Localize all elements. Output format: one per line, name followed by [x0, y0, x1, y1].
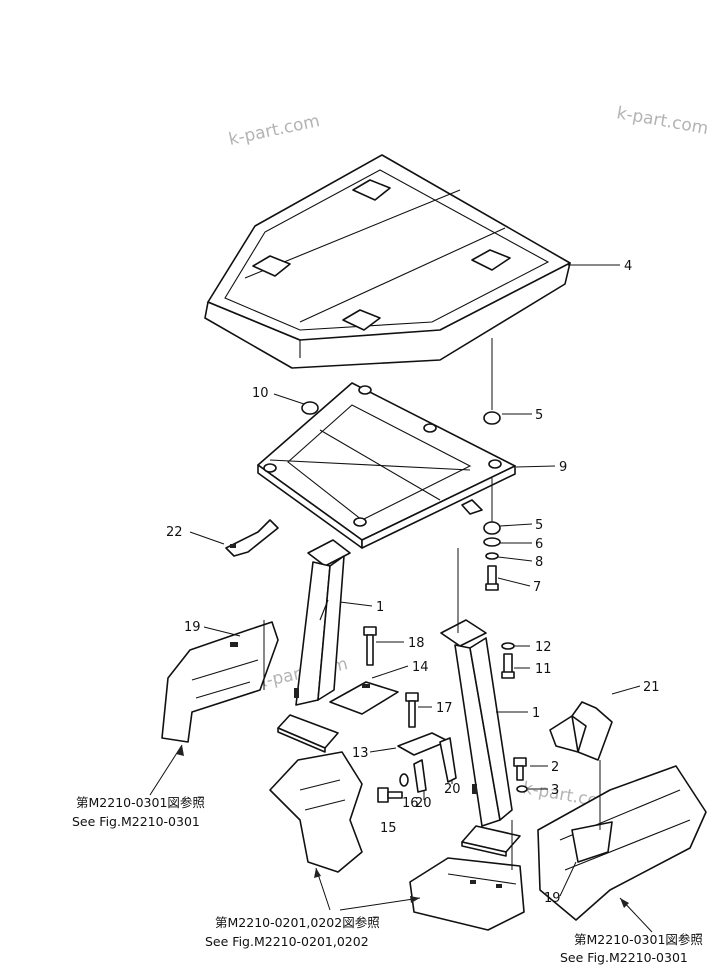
reference-jp: 第M2210-0301図参照	[76, 795, 205, 810]
callout-label: 7	[533, 580, 541, 595]
bracket-21	[549, 701, 613, 761]
callout-label: 2	[551, 760, 559, 775]
callout-label: 9	[559, 460, 567, 475]
reference-en: See Fig.M2210-0301	[72, 814, 200, 829]
callout-label: 20	[415, 796, 432, 811]
reference-arrows	[149, 744, 653, 933]
body-block-center	[409, 857, 525, 931]
callout-label: 10	[252, 386, 269, 401]
callout-label: 6	[535, 537, 543, 552]
callout-label: 15	[380, 821, 397, 836]
watermark: k-part.com	[615, 103, 710, 139]
callout-label: 19	[544, 891, 561, 906]
callout-label: 21	[643, 680, 660, 695]
fastener-stack-upper	[301, 338, 501, 591]
reference-note-center: 第M2210-0201,0202図参照 See Fig.M2210-0201,0…	[205, 915, 380, 949]
reference-en: See Fig.M2210-0301	[560, 950, 688, 965]
reference-note-left: 第M2210-0301図参照 See Fig.M2210-0301	[72, 795, 205, 829]
callout-label: 4	[624, 259, 632, 274]
callout-label: 1	[532, 706, 540, 721]
mount-frame	[257, 382, 516, 549]
callout-label: 5	[535, 518, 543, 533]
callout-label: 11	[535, 662, 552, 677]
washer-12-bolt-11	[501, 642, 515, 679]
side-cover-right	[537, 765, 707, 921]
clip-20-left	[413, 759, 427, 793]
callout-label: 13	[352, 746, 369, 761]
side-cover-left	[161, 621, 279, 743]
callout-label: 18	[408, 636, 425, 651]
bolt-17	[405, 692, 419, 728]
callout-label: 8	[535, 555, 543, 570]
callout-label: 19	[184, 620, 201, 635]
clip-20-right	[439, 737, 457, 783]
callout-label: 22	[166, 525, 183, 540]
post-left	[277, 539, 351, 753]
callout-label: 20	[444, 782, 461, 797]
bracket-14	[329, 681, 399, 715]
callout-label: 14	[412, 660, 429, 675]
bolt-15	[377, 787, 403, 803]
reference-en: See Fig.M2210-0201,0202	[205, 934, 369, 949]
callout-label: 12	[535, 640, 552, 655]
callout-label: 5	[535, 408, 543, 423]
watermark: k-part.com	[227, 111, 322, 150]
bracket-22	[225, 519, 279, 557]
post-right	[440, 619, 521, 857]
body-block-left	[269, 751, 363, 873]
callout-label: 17	[436, 701, 453, 716]
callout-numbers: 4 10 5 9 5 6 8 7 22 1 18 12 11 14 19 17 …	[166, 259, 660, 906]
callout-label: 1	[376, 600, 384, 615]
leader-lines	[189, 264, 641, 897]
reference-jp: 第M2210-0301図参照	[574, 932, 703, 947]
reference-note-right: 第M2210-0301図参照 See Fig.M2210-0301	[560, 932, 703, 965]
canopy-roof	[204, 154, 571, 369]
callout-label: 16	[402, 796, 419, 811]
callout-label: 3	[551, 783, 559, 798]
bolt-2-washer-3	[513, 757, 528, 793]
bolt-18	[363, 626, 377, 666]
reference-jp: 第M2210-0201,0202図参照	[215, 915, 380, 930]
washer-16	[399, 773, 409, 787]
